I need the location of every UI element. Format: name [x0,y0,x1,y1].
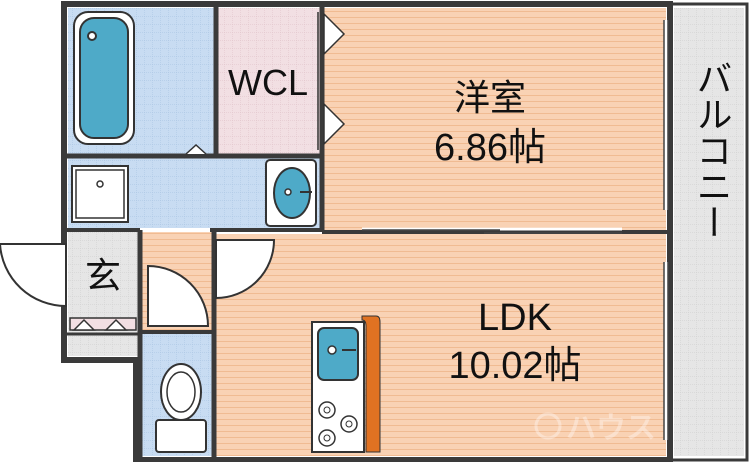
toilet [155,363,207,453]
bathtub [73,11,135,145]
western-room-size: 6.86帖 [434,127,546,169]
windows [663,20,669,440]
ldk-door [215,239,276,300]
wcl-floor [216,8,320,154]
entrance-label: 玄 [85,255,121,296]
wcl-label: WCL [228,62,308,103]
washing-machine-pan [71,165,129,223]
bath-door-mark [185,143,207,155]
entrance-step [69,317,137,331]
ldk-size: 10.02帖 [448,345,581,387]
ldk-name: LDK [478,297,552,339]
balcony-label: バルコニー [692,60,733,240]
sliding-door [362,227,622,234]
western-room-floor [324,8,666,230]
walls [61,1,749,462]
balcony-floor [674,8,744,456]
washbasin [265,159,317,227]
watermark-text: ハウス [566,412,656,445]
watermark: ハウス [534,412,656,445]
western-room-name: 洋室 [454,77,526,118]
entrance-door [0,243,67,308]
ldk-floor [216,234,666,456]
toilet-door [147,264,210,327]
closet-doors [323,12,346,146]
kitchen [311,315,381,453]
